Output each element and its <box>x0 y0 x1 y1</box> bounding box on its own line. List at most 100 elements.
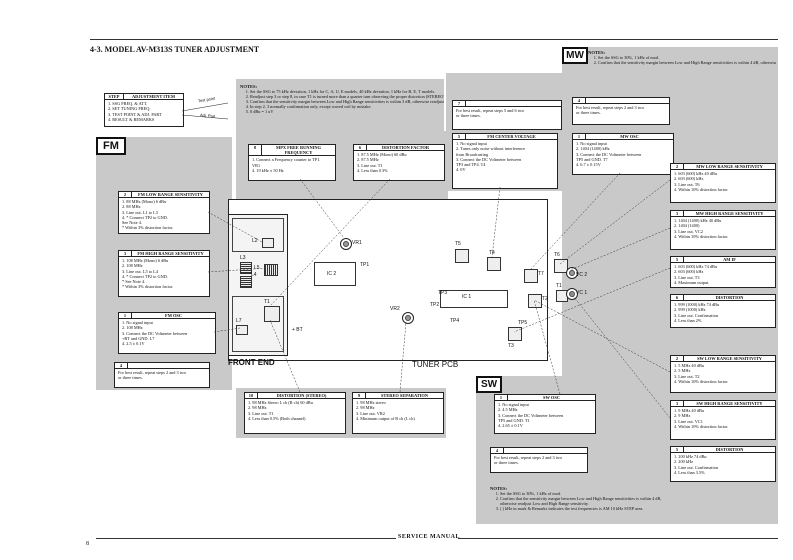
coil-l4 <box>240 276 252 288</box>
label-l7: L7 <box>236 318 242 324</box>
coil-l7 <box>236 325 248 335</box>
mw-note: Set the SSG to 30%, 1 kHz of mod. <box>598 55 776 60</box>
footer-label: SERVICE MANUAL <box>398 534 460 540</box>
coil-t4 <box>487 257 501 271</box>
vr2-trimmer <box>402 312 414 324</box>
coil-t3 <box>508 327 522 341</box>
legend-row: 2. SET TUNING FREQ. <box>108 106 151 112</box>
label-t6: T6 <box>554 252 560 258</box>
fm-notes: NOTES: Set the SSG to 75 kHz deviation, … <box>240 84 444 129</box>
label-vc1: VC 1 <box>576 290 588 296</box>
page-title: 4-3. MODEL AV-M313S TUNER ADJUSTMENT <box>90 45 260 54</box>
mw-note: Confirm that the sensitivity margin betw… <box>598 60 776 65</box>
ic-1 <box>440 290 508 308</box>
legend-arrows <box>182 102 229 120</box>
label-tp2: TP2 <box>430 302 440 308</box>
label-vc2: VC 2 <box>576 272 588 278</box>
legend-row: 3. TEST POINT & ADJ. PART <box>108 111 162 117</box>
fm-tab: FM <box>96 137 126 155</box>
fm-notes-title: NOTES: <box>240 84 258 89</box>
legend-row: 1. SSG FREQ. & ATT. <box>108 101 148 107</box>
label-plus-bt: + BT <box>292 327 303 333</box>
label-t1-fm: T1 <box>264 299 270 305</box>
fm-note: Set the SSG to 75 kHz deviation, 1 kHz f… <box>250 89 444 94</box>
label-tp1: TP1 <box>360 262 370 268</box>
vr1-trimmer <box>340 238 352 250</box>
coil-t5 <box>455 249 469 263</box>
ic-2 <box>314 262 356 286</box>
front-end-upper <box>232 218 284 252</box>
fm-note: 0 dBu = 1 uV <box>250 109 444 114</box>
label-t3: T3 <box>508 343 514 349</box>
coil-t6 <box>554 259 568 273</box>
label-t1: T1 <box>556 283 562 289</box>
footer-rule-left <box>96 538 396 539</box>
legend-item-head: ADJUSTMENT ITEM <box>132 94 175 99</box>
mw-tab: MW <box>562 47 588 64</box>
title-rule <box>90 39 778 40</box>
fm-note: In step 2, 3 normally confirmation only,… <box>250 104 444 109</box>
label-t4: T4 <box>489 250 495 256</box>
label-ic2: IC 2 <box>327 271 337 277</box>
label-l2: L2 <box>252 238 258 244</box>
label-l5: L5 <box>254 265 260 271</box>
coil-t2 <box>528 294 542 308</box>
label-tp4: TP4 <box>450 318 460 324</box>
legend-row: 4. RESULT & REMARKS <box>108 116 155 122</box>
label-tuner-pcb: TUNER PCB <box>412 360 459 369</box>
fm-notes-area <box>236 79 444 131</box>
page-number: 8 <box>86 541 89 547</box>
label-tp5: TP5 <box>518 320 528 326</box>
label-front-end: FRONT END <box>228 358 275 367</box>
label-l3: L3 <box>240 255 246 261</box>
coil-t7 <box>524 269 538 283</box>
sw-tab: SW <box>476 376 502 393</box>
label-t7: T7 <box>538 271 544 277</box>
sw-note: Confirm that the sensitivity margin betw… <box>500 496 670 506</box>
coil-t1-fm <box>264 306 280 322</box>
label-vr2: VR2 <box>390 306 400 312</box>
front-end-lower <box>232 296 284 352</box>
coil-l5 <box>264 264 278 276</box>
label-ic1: IC 1 <box>462 294 472 300</box>
sw-notes-title: NOTES: <box>490 486 508 491</box>
sw-note: Set the SSG to 30%, 1 kHz of mod. <box>500 491 670 496</box>
label-t2: T2 <box>542 296 548 302</box>
coil-l2 <box>262 238 274 248</box>
coil-l3 <box>240 262 252 274</box>
sw-note: ( ) kHz in mark & Remarks indicates the … <box>500 506 670 511</box>
mw-notes: NOTES: Set the SSG to 30%, 1 kHz of mod.… <box>588 50 776 78</box>
label-l4: L4 <box>251 272 257 278</box>
sw-notes: NOTES: Set the SSG to 30%, 1 kHz of mod.… <box>490 486 670 522</box>
footer-rule-right <box>458 538 778 539</box>
legend-step-head: STEP <box>105 94 124 100</box>
mw-notes-title: NOTES: <box>588 50 606 55</box>
label-t5: T5 <box>455 241 461 247</box>
vc2-capacitor <box>566 267 578 279</box>
fm-note: Readjust step 3 or step 8, in case T1 is… <box>250 94 444 99</box>
vc1-capacitor <box>566 288 578 300</box>
